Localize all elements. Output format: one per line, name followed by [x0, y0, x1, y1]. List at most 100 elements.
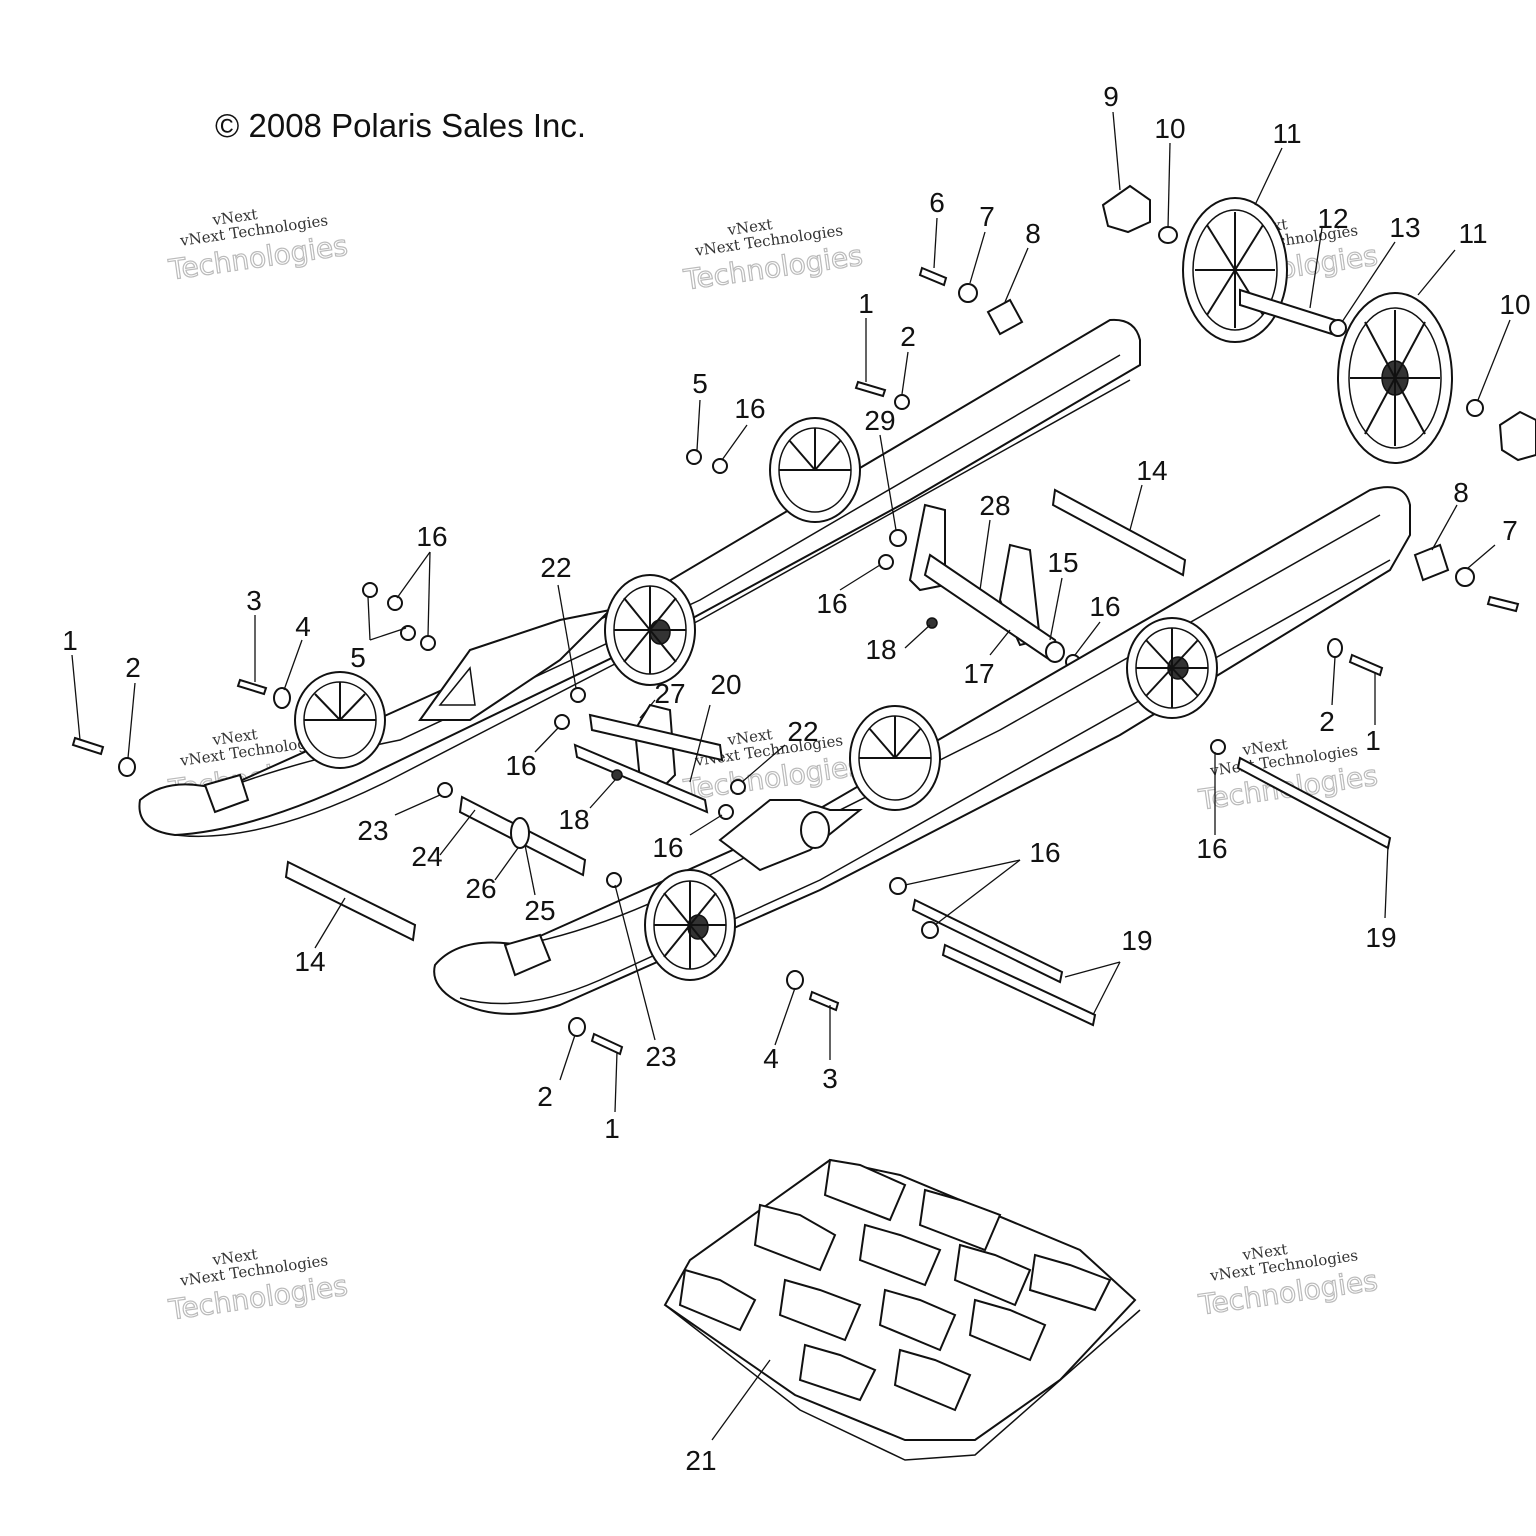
- far-rail-wheels: [294, 417, 861, 769]
- callout-label: 4: [763, 1043, 779, 1074]
- bogie-wheel-near-mid-spokes: [859, 716, 931, 759]
- callout-label: 16: [1196, 833, 1227, 864]
- washer-29: [889, 529, 907, 547]
- callout-label: 25: [524, 895, 555, 926]
- callout-label: 7: [1502, 515, 1518, 546]
- bogie-wheel-far-mid-spokes: [614, 586, 686, 674]
- slider-block-8: [986, 298, 1024, 336]
- washer-2-top: [894, 394, 910, 410]
- callout-label: 8: [1453, 477, 1469, 508]
- track-belt-edge: [664, 1304, 1141, 1461]
- callout-label: 27: [654, 678, 685, 709]
- callout-label: 16: [652, 832, 683, 863]
- washer-22-right: [730, 779, 746, 795]
- nut-5-a: [362, 582, 378, 598]
- cross-shaft-15-end: [1045, 641, 1065, 663]
- callout-label: 15: [1047, 547, 1078, 578]
- washer-16-left-center: [554, 714, 570, 730]
- rear-axle-assembly: [1101, 184, 1536, 464]
- washer-7: [958, 283, 978, 303]
- callout-label: 28: [979, 490, 1010, 521]
- callout-label: 16: [734, 393, 765, 424]
- callout-label: 2: [125, 652, 141, 683]
- callout-label: 22: [540, 552, 571, 583]
- callout-label: 24: [411, 841, 442, 872]
- copyright-text: © 2008 Polaris Sales Inc.: [215, 107, 586, 144]
- rail-far-bracket: [418, 608, 614, 721]
- watermark: vNext vNext Technologies Technologies: [1195, 735, 1380, 817]
- callout-label: 1: [62, 625, 78, 656]
- leader-lines: [71, 111, 1511, 1441]
- callout-label: 7: [979, 201, 995, 232]
- callout-label: 2: [900, 321, 916, 352]
- shaft-20-lower: [573, 743, 709, 814]
- bolt-1-top: [854, 380, 887, 398]
- cross-shaft-14-upper: [1051, 488, 1187, 577]
- washer-23-left: [437, 782, 453, 798]
- callout-label: 16: [1029, 837, 1060, 868]
- washer-16-e: [420, 635, 436, 651]
- rear-idler-wheel-right-rim: [1348, 307, 1442, 449]
- callout-label: 11: [1458, 218, 1487, 249]
- bogie-wheel-far-front-spokes: [304, 682, 376, 721]
- pivot-knob: [800, 811, 830, 849]
- long-bolt-19-b: [941, 943, 1097, 1027]
- washer-16-a: [387, 595, 403, 611]
- rail-near-tip-block: [503, 933, 552, 977]
- watermark: vNext vNext Technologies Technologies: [165, 1245, 350, 1327]
- callout-labels: 9 10 11 12 13 11 10 6 7 8 1 2 5 16 29 14…: [62, 81, 1530, 1476]
- slider-block-8-right: [1413, 543, 1450, 582]
- rear-idler-wheel-left-rim: [1192, 209, 1278, 331]
- washer-4-left: [273, 687, 291, 709]
- callout-label: 18: [865, 634, 896, 665]
- callout-label: 6: [929, 187, 945, 218]
- washer-16-b: [889, 877, 907, 895]
- callout-label: 5: [350, 642, 366, 673]
- cross-shaft-14-lower: [284, 860, 417, 942]
- cross-shaft-17: [923, 553, 1062, 662]
- callout-label: 16: [816, 588, 847, 619]
- callout-label: 23: [357, 815, 388, 846]
- callout-label: 8: [1025, 218, 1041, 249]
- callout-label: 19: [1365, 922, 1396, 953]
- callout-label: 4: [295, 611, 311, 642]
- washer-16-top: [712, 458, 728, 474]
- callout-label: 5: [692, 368, 708, 399]
- snap-ring-right: [1466, 399, 1484, 417]
- callout-label: 18: [558, 804, 589, 835]
- callout-label: 2: [1319, 706, 1335, 737]
- callout-label: 3: [822, 1063, 838, 1094]
- watermark: vNext vNext Technologies Technologies: [1195, 1240, 1380, 1322]
- callout-label: 10: [1499, 289, 1530, 320]
- rear-idler-wheel-left-spokes: [1195, 212, 1275, 328]
- watermark: vNext vNext Technologies Technologies: [680, 215, 865, 297]
- washer-4-bottom: [786, 970, 804, 990]
- bushing-26: [510, 817, 530, 849]
- rail-near-slide: [459, 559, 1391, 1005]
- axle-bearing-left: [1101, 184, 1151, 234]
- callout-label: 20: [710, 669, 741, 700]
- callout-label: 14: [294, 946, 325, 977]
- nut-5-top: [686, 449, 702, 465]
- callout-label: 26: [465, 873, 496, 904]
- bolt-right-edge: [1486, 595, 1520, 613]
- callout-label: 21: [685, 1445, 716, 1476]
- callout-label: 1: [1365, 725, 1381, 756]
- bogie-wheel-far-mid-hub: [649, 619, 671, 645]
- washer-22-left: [570, 687, 586, 703]
- nut-18-left: [611, 769, 623, 781]
- callout-label: 10: [1154, 113, 1185, 144]
- washer-16-mid: [878, 554, 894, 570]
- callout-label: 22: [787, 716, 818, 747]
- washer-2-left: [118, 757, 136, 777]
- bogie-wheel-far-rear-spokes: [779, 428, 851, 471]
- callout-label: 14: [1136, 455, 1167, 486]
- callout-label: 1: [604, 1113, 620, 1144]
- washer-2-bottom: [568, 1017, 586, 1037]
- washer-16-d: [1210, 739, 1226, 755]
- track-section: [663, 1158, 1141, 1461]
- nut-5-b: [400, 625, 416, 641]
- callout-label: 9: [1103, 81, 1119, 112]
- watermark: vNext vNext Technologies Technologies: [165, 205, 350, 287]
- rail-far-tip-block: [203, 773, 250, 814]
